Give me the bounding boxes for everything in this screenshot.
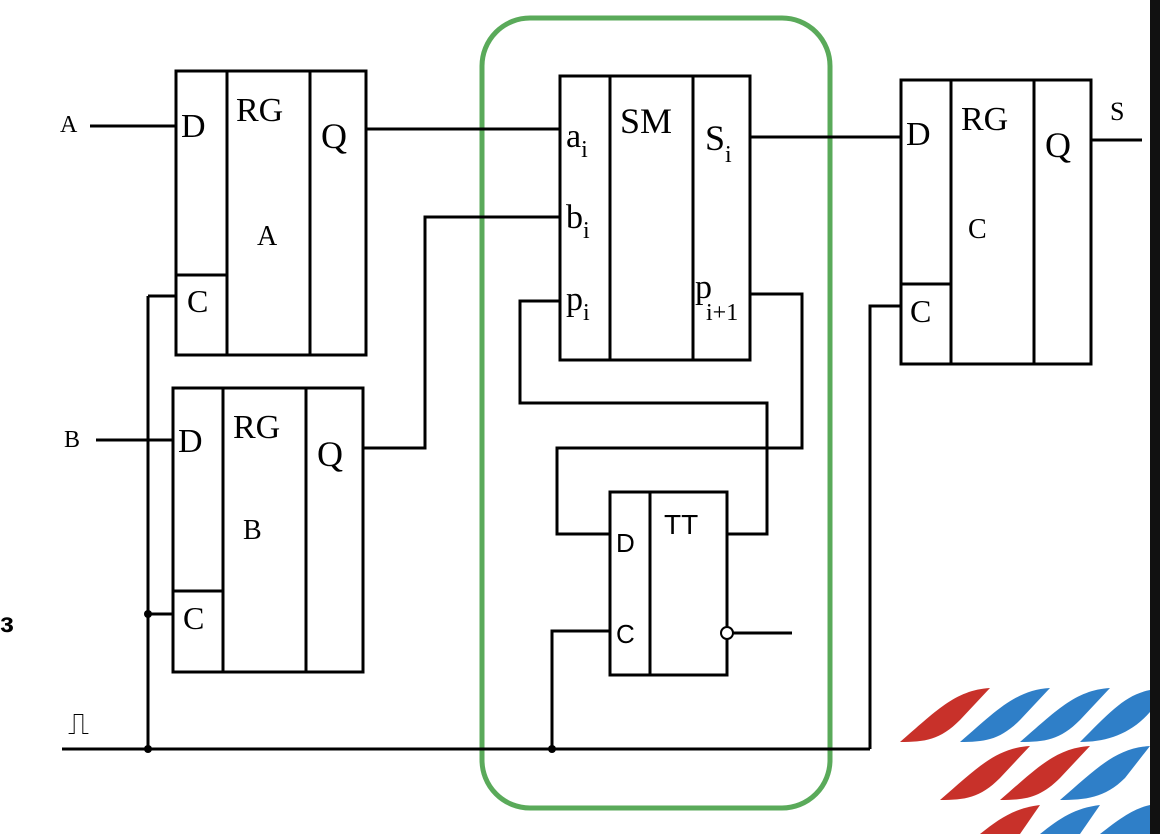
- register-b-q-label: Q: [317, 434, 343, 474]
- register-c-type-label: RG: [961, 101, 1008, 138]
- register-c-name-label: C: [968, 214, 987, 245]
- register-c-c-label: C: [910, 293, 931, 329]
- output-s-label: S: [1110, 97, 1124, 126]
- striped-wave-logo-icon: [900, 688, 1150, 834]
- adder-out-s-label: Si: [705, 118, 732, 168]
- register-a-type-label: RG: [236, 92, 283, 129]
- adder-in-a-label: ai: [566, 118, 588, 163]
- clock-symbol: ⎍: [68, 708, 89, 741]
- junction-dot: [144, 745, 152, 753]
- register-a-name-label: A: [257, 221, 278, 252]
- register-c-d-label: D: [906, 116, 931, 153]
- adder-in-p-label: pi: [566, 281, 590, 326]
- register-a-d-label: D: [181, 108, 206, 145]
- input-a-label: A: [60, 112, 78, 138]
- register-c: D RG C Q C: [899, 78, 1093, 366]
- register-b-c-label: C: [183, 600, 204, 636]
- trigger-tt: TT D C: [608, 490, 734, 677]
- register-a-q-label: Q: [321, 116, 347, 156]
- junction-dot: [548, 745, 556, 753]
- adder-type-label: SM: [620, 101, 672, 141]
- trigger-d-label: D: [616, 528, 635, 558]
- junction-dot: [144, 610, 152, 618]
- trigger-c-label: C: [616, 619, 635, 649]
- register-b-d-label: D: [178, 423, 203, 460]
- register-a: D RG A Q C: [174, 69, 368, 357]
- register-b-name-label: B: [243, 515, 262, 546]
- right-edge-bar: [1150, 0, 1160, 834]
- register-a-c-label: C: [187, 283, 208, 319]
- trigger-type-label: TT: [664, 509, 698, 540]
- register-b: D RG B Q C: [171, 386, 365, 674]
- input-b-label: B: [64, 427, 80, 453]
- wiring: [62, 124, 1142, 751]
- adder-in-b-label: bi: [566, 199, 590, 244]
- register-c-q-label: Q: [1045, 125, 1071, 165]
- trigger-inverted-output: [720, 626, 734, 640]
- cropped-edge-text: з: [0, 607, 14, 638]
- highlight-frame: [479, 15, 833, 811]
- register-b-type-label: RG: [233, 409, 280, 446]
